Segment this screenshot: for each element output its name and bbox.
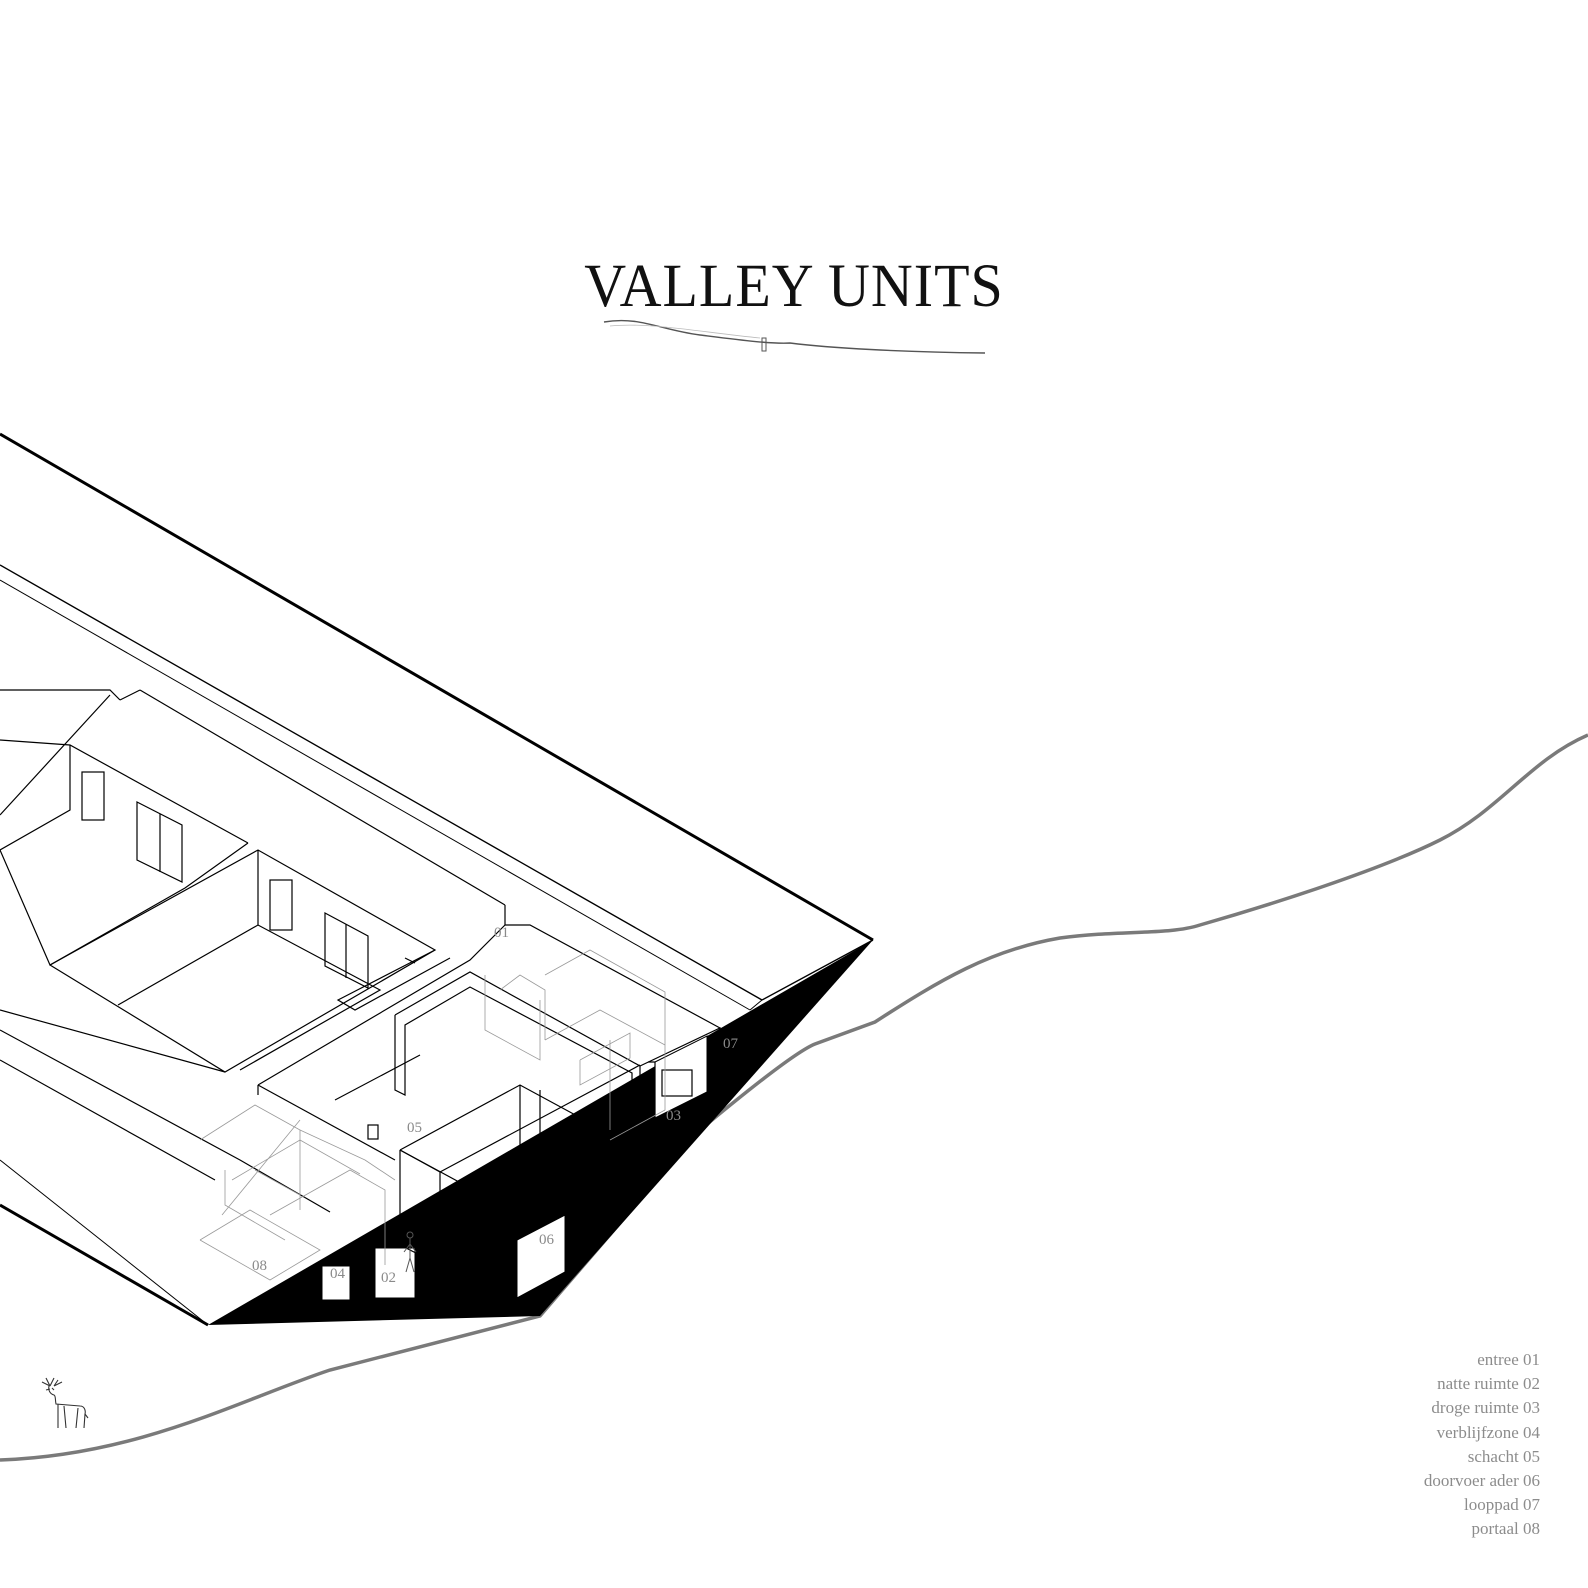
- legend-item-label: doorvoer ader: [1423, 1471, 1519, 1491]
- terrain-line: [0, 733, 1588, 1462]
- building-outline: [0, 432, 874, 1327]
- legend-item-label: natte ruimte: [1437, 1374, 1519, 1394]
- legend-item: droge ruimte 03: [1424, 1396, 1540, 1420]
- legend-item-label: verblijfzone: [1436, 1422, 1519, 1442]
- diagram-labels: 01 02 03 04 05 06 07 08: [252, 925, 739, 1286]
- deer-icon: [41, 1377, 89, 1429]
- construction-lines: [199, 949, 666, 1281]
- legend-item: portaal 08: [1424, 1517, 1540, 1541]
- human-figure: [403, 1231, 417, 1273]
- label-natte-ruimte: 02: [381, 1270, 396, 1286]
- legend-item-number: 01: [1523, 1350, 1540, 1369]
- legend-item-number: 08: [1523, 1519, 1540, 1539]
- legend-item: natte ruimte 02: [1424, 1372, 1540, 1396]
- title-section-line: [603, 319, 986, 354]
- legend-item: doorvoer ader 06: [1424, 1469, 1540, 1493]
- legend-item-label: portaal: [1471, 1519, 1519, 1539]
- page-title: VALLEY UNITS: [584, 251, 1004, 320]
- legend-item-number: 06: [1523, 1471, 1540, 1491]
- legend-item-number: 04: [1523, 1422, 1540, 1442]
- label-verblijfzone: 04: [330, 1266, 346, 1282]
- legend-item-number: 05: [1523, 1446, 1540, 1466]
- legend-item-number: 07: [1523, 1495, 1540, 1515]
- legend-item: schacht 05: [1424, 1445, 1540, 1469]
- legend-item-label: entree: [1477, 1350, 1519, 1369]
- legend-item-label: schacht: [1467, 1446, 1519, 1466]
- legend-item-number: 03: [1523, 1398, 1540, 1418]
- legend-item: verblijfzone 04: [1424, 1421, 1540, 1445]
- interior-walls: [0, 689, 721, 1266]
- label-schacht: 05: [407, 1120, 422, 1136]
- label-portaal: 08: [252, 1258, 267, 1274]
- legend-item-label: droge ruimte: [1431, 1398, 1519, 1418]
- legend-item-number: 02: [1523, 1374, 1540, 1394]
- legend-item: entree 01: [1424, 1348, 1540, 1372]
- label-doorvoer-ader: 06: [539, 1232, 555, 1248]
- label-entree: 01: [494, 925, 509, 941]
- legend-item: looppad 07: [1424, 1493, 1540, 1517]
- legend-item-label: looppad: [1463, 1495, 1519, 1515]
- label-looppad: 07: [723, 1036, 739, 1052]
- label-droge-ruimte: 03: [666, 1108, 681, 1124]
